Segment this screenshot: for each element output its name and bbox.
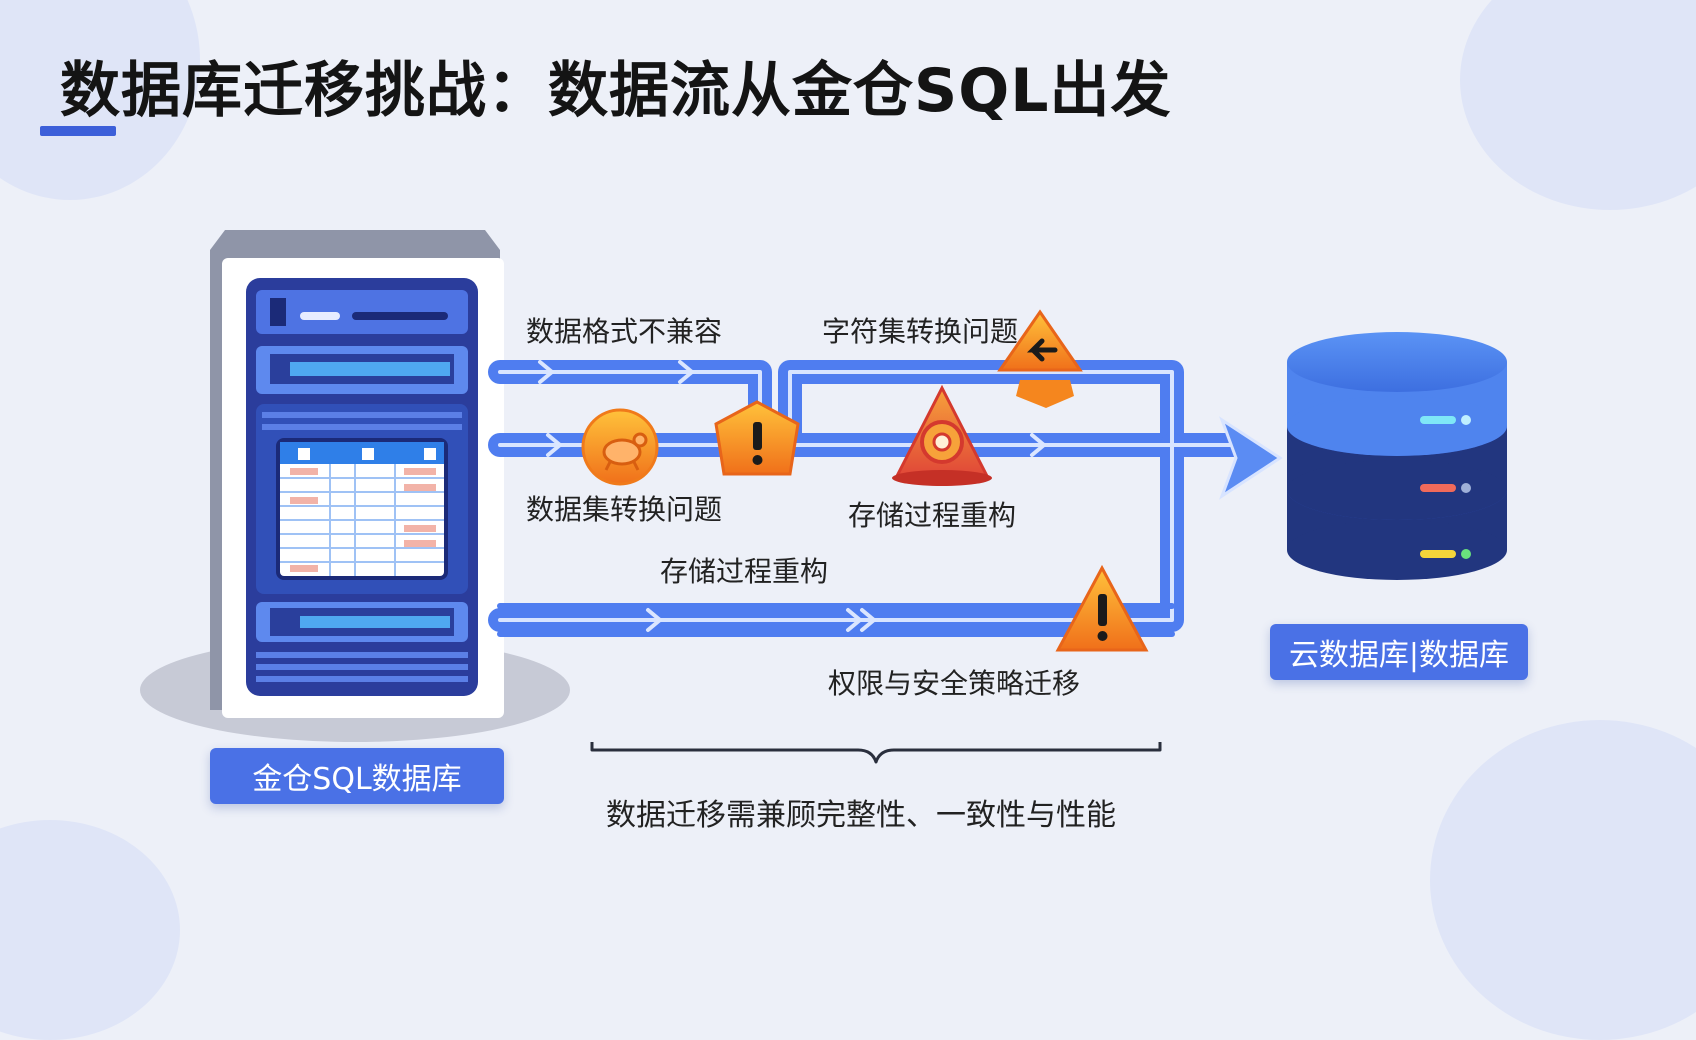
title-accent-bar bbox=[40, 126, 116, 136]
summary-text: 数据迁移需兼顾完整性、一致性与性能 bbox=[606, 798, 1116, 833]
label-format-incompatible: 数据格式不兼容 bbox=[526, 315, 723, 348]
warning-triangle-arrow-icon bbox=[997, 309, 1083, 408]
label-charset-conversion-bottom: 数据集转换问题 bbox=[526, 493, 723, 526]
page-title: 数据库迁移挑战：数据流从金仓SQL出发 bbox=[60, 56, 1172, 126]
flow-chevrons bbox=[538, 360, 1046, 632]
target-database-label: 云数据库|数据库 bbox=[1270, 624, 1528, 680]
source-database-label: 金仓SQL数据库 bbox=[210, 748, 504, 804]
warning-triangle-icon bbox=[1055, 564, 1149, 652]
server-icon bbox=[140, 230, 570, 742]
label-permissions-migration: 权限与安全策略迁移 bbox=[828, 667, 1081, 700]
flow-arrowhead bbox=[1219, 416, 1283, 500]
label-stored-procedure-mid: 存储过程重构 bbox=[848, 499, 1017, 532]
turtle-icon bbox=[581, 408, 659, 486]
warning-hexagon-icon bbox=[714, 400, 800, 476]
label-stored-procedure-low: 存储过程重构 bbox=[660, 555, 829, 588]
label-charset-conversion-top: 字符集转换问题 bbox=[822, 315, 1019, 348]
migration-diagram bbox=[140, 230, 1507, 764]
database-icon bbox=[1287, 332, 1507, 580]
gear-cone-icon bbox=[892, 384, 992, 486]
summary-brace bbox=[590, 742, 1162, 764]
